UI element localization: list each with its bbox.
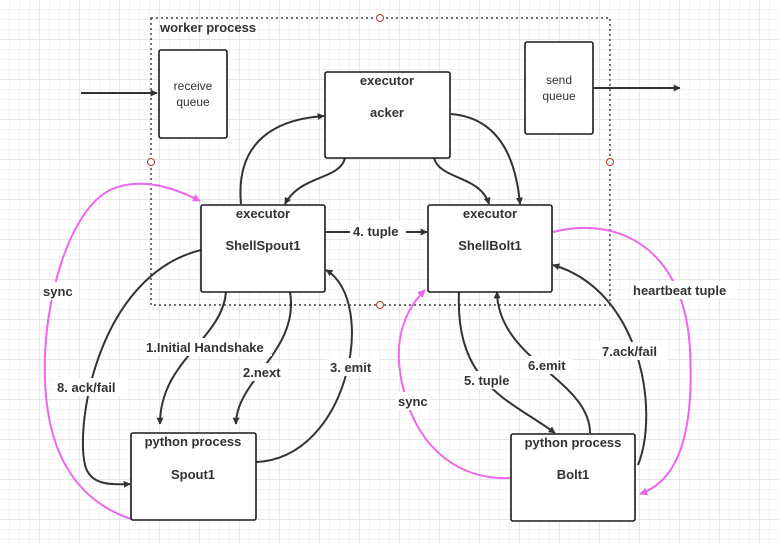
bolt-name-label: Bolt1 <box>557 467 590 482</box>
emit6-label: 6.emit <box>528 358 566 373</box>
heartbeat-label: heartbeat tuple <box>633 283 726 298</box>
edge-shellbolt-to-acker[interactable] <box>450 113 523 205</box>
send-queue-label-line2: queue <box>542 89 576 103</box>
ack-fail7-label: 7.ack/fail <box>602 344 657 359</box>
next-label: 2.next <box>243 365 281 380</box>
edge-acker-to-shellspout[interactable] <box>284 157 346 205</box>
shellspout-executor-box[interactable]: executor ShellSpout1 <box>200 204 326 293</box>
resize-handle-bottom[interactable] <box>376 301 384 309</box>
bolt-type-label: python process <box>525 435 622 450</box>
shellspout-name-label: ShellSpout1 <box>225 238 300 253</box>
emit3-label: 3. emit <box>330 360 372 375</box>
sync-right-label: sync <box>398 394 428 409</box>
send-queue-label-line1: send <box>546 73 572 87</box>
resize-handle-top[interactable] <box>376 14 384 22</box>
acker-name-label: acker <box>370 105 404 120</box>
edge-acker-to-shellbolt[interactable] <box>433 157 491 205</box>
spout-python-process-box[interactable]: python process Spout1 <box>130 432 257 521</box>
sync-left-label: sync <box>43 284 73 299</box>
ack-fail8-label: 8. ack/fail <box>57 380 116 395</box>
acker-executor-box[interactable]: executor acker <box>324 71 451 159</box>
edge-next[interactable] <box>232 291 293 425</box>
tuple4-label: 4. tuple <box>353 224 399 239</box>
receive-queue-label-line1: receive <box>174 79 213 93</box>
bolt-python-process-box[interactable]: python process Bolt1 <box>510 433 636 522</box>
acker-type-label: executor <box>360 73 414 88</box>
receive-queue-label-line2: queue <box>176 95 210 109</box>
edge-initial-handshake[interactable] <box>156 291 227 425</box>
shellbolt-name-label: ShellBolt1 <box>458 238 522 253</box>
edge-ack-fail8[interactable] <box>82 249 202 488</box>
spout-name-label: Spout1 <box>171 467 215 482</box>
resize-handle-right[interactable] <box>606 158 614 166</box>
edge-shellspout-to-acker[interactable] <box>239 112 325 205</box>
shellspout-type-label: executor <box>236 206 290 221</box>
resize-handle-left[interactable] <box>147 158 155 166</box>
spout-type-label: python process <box>145 434 242 449</box>
worker-process-title: worker process <box>159 20 256 35</box>
edge-labels: 4. tuple 1.Initial Handshake 2.next 3. e… <box>40 222 736 410</box>
receive-queue-box[interactable]: receive queue <box>158 49 228 139</box>
tuple5-label: 5. tuple <box>464 373 510 388</box>
worker-process-group[interactable]: worker process <box>147 14 614 309</box>
send-queue-box[interactable]: send queue <box>524 41 594 135</box>
edge-heartbeat[interactable] <box>552 227 692 496</box>
initial-handshake-label: 1.Initial Handshake <box>146 340 264 355</box>
shellbolt-executor-box[interactable]: executor ShellBolt1 <box>427 204 553 293</box>
shellbolt-type-label: executor <box>463 206 517 221</box>
